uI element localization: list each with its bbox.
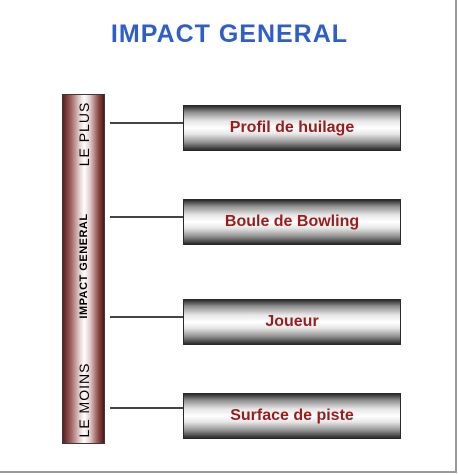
factor-box-4: Surface de piste xyxy=(183,393,401,439)
scale-label-bottom: LE MOINS xyxy=(76,362,92,438)
factor-label-4: Surface de piste xyxy=(230,407,354,424)
factor-box-1: Profil de huilage xyxy=(183,105,401,151)
scale-label-top: LE PLUS xyxy=(76,101,92,167)
factor-label-2: Boule de Bowling xyxy=(224,213,360,230)
factor-box-2: Boule de Bowling xyxy=(183,199,401,245)
impact-scale-bar xyxy=(62,94,105,444)
factor-label-3: Joueur xyxy=(265,313,319,330)
factor-box-3: Joueur xyxy=(183,299,401,345)
connector-line-4 xyxy=(110,407,184,409)
diagram-title: IMPACT GENERAL xyxy=(110,20,349,48)
connector-line-2 xyxy=(110,216,184,218)
factor-label-1: Profil de huilage xyxy=(229,119,355,136)
scale-label-middle: IMPACT GENERAL xyxy=(78,213,90,319)
connector-line-3 xyxy=(110,316,184,318)
connector-line-1 xyxy=(110,122,184,124)
